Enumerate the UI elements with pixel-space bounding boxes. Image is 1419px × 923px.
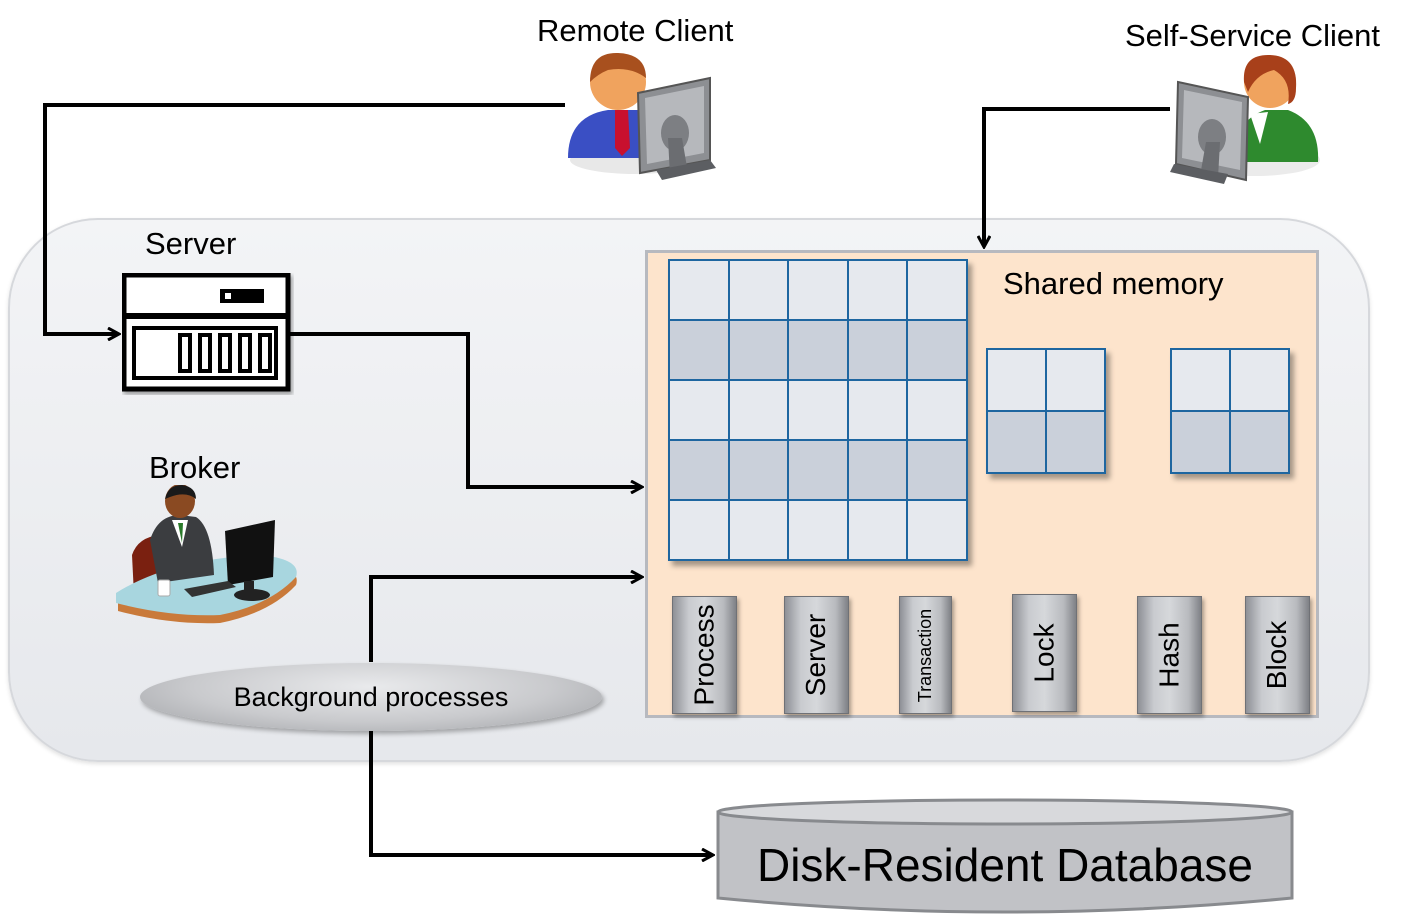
shared-memory-label: Shared memory: [1003, 266, 1224, 301]
broker-label: Broker: [149, 450, 241, 485]
memory-cell: [848, 261, 907, 319]
memory-cell: [729, 441, 788, 499]
memory-cell: [1047, 350, 1104, 410]
memory-cell: [670, 441, 728, 499]
transaction-block: Transaction: [899, 596, 952, 714]
memory-cell: [988, 350, 1045, 410]
memory-cell: [908, 321, 966, 379]
small-memory-grid: [986, 348, 1106, 474]
memory-cell: [670, 261, 728, 319]
memory-cell: [1047, 412, 1104, 472]
background-to-shared-memory-arrow: [369, 577, 641, 662]
remote-client-to-server-arrow: [43, 103, 565, 334]
server-block: Server: [784, 596, 849, 714]
server-label: Server: [145, 226, 237, 261]
memory-cell: [908, 261, 966, 319]
memory-cell: [729, 381, 788, 439]
hash-block: Hash: [1137, 596, 1202, 714]
memory-cell: [1172, 412, 1229, 472]
server-to-shared-memory-arrow: [290, 332, 641, 487]
memory-cell: [988, 412, 1045, 472]
memory-cell: [789, 321, 847, 379]
memory-cell: [1172, 350, 1229, 410]
server-rack-icon: [122, 273, 291, 392]
memory-cell: [848, 321, 907, 379]
remote-client-icon: [568, 52, 716, 180]
memory-cell: [670, 501, 728, 559]
memory-cell: [670, 321, 728, 379]
memory-cell: [729, 321, 788, 379]
memory-cell: [908, 381, 966, 439]
self-service-client-icon: [1170, 54, 1320, 184]
background-processes-node: Background processes: [140, 663, 602, 731]
memory-cell: [908, 441, 966, 499]
small-memory-grid: [1170, 348, 1290, 474]
buffer-pool-grid: [668, 259, 968, 561]
memory-cell: [670, 381, 728, 439]
memory-cell: [908, 501, 966, 559]
memory-cell: [848, 441, 907, 499]
memory-cell: [789, 261, 847, 319]
broker-person-at-desk-icon: [116, 485, 297, 624]
remote-client-label: Remote Client: [537, 13, 734, 48]
self-service-to-shared-memory-arrow: [984, 107, 1170, 246]
database-label: Disk-Resident Database: [756, 839, 1253, 891]
background-processes-label: Background processes: [233, 681, 509, 712]
memory-cell: [1231, 350, 1288, 410]
self-service-client-label: Self-Service Client: [1125, 18, 1380, 53]
database-cylinder: [716, 798, 1294, 914]
memory-cell: [729, 261, 788, 319]
memory-cell: [789, 441, 847, 499]
memory-cell: [1231, 412, 1288, 472]
memory-cell: [789, 381, 847, 439]
process-block: Process: [672, 596, 737, 714]
block-block: Block: [1245, 596, 1310, 714]
memory-cell: [848, 381, 907, 439]
lock-block: Lock: [1012, 594, 1077, 712]
memory-cell: [848, 501, 907, 559]
memory-cell: [789, 501, 847, 559]
memory-cell: [729, 501, 788, 559]
background-to-database-arrow: [369, 731, 712, 855]
